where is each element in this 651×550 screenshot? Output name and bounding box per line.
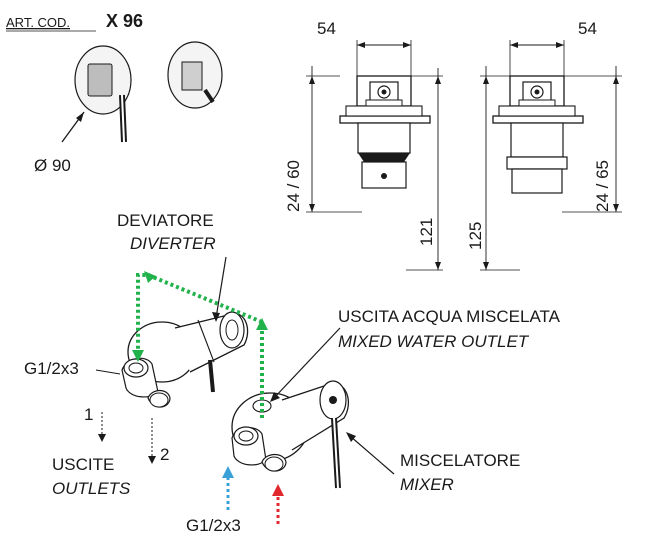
left-height-label: 121 [417, 218, 436, 246]
diverter-label-it: DEVIATORE [117, 211, 214, 230]
mixed-outlet-label-en: MIXED WATER OUTLET [338, 332, 530, 351]
outlets-label-it: USCITE [52, 455, 114, 474]
outlet-1-label: 1 [84, 405, 93, 424]
right-width-label: 54 [578, 19, 597, 38]
callout-leaders [95, 256, 395, 475]
outlet-2-label: 2 [160, 445, 169, 464]
mixed-outlet-label-it: USCITA ACQUA MISCELATA [338, 307, 561, 326]
article-code: X 96 [106, 11, 143, 31]
mixer-body [231, 380, 349, 489]
outlet-2-arrow [148, 418, 156, 464]
thread-label-bottom: G1/2x3 [186, 516, 241, 535]
right-depth-label: 24 / 65 [593, 160, 612, 212]
cold-water-arrow [222, 466, 234, 510]
thread-label-top: G1/2x3 [24, 359, 79, 378]
left-dimension-drawing [306, 40, 443, 271]
mixer-label-en: MIXER [400, 475, 454, 494]
left-depth-label: 24 / 60 [284, 160, 303, 212]
outlet-1-arrow [98, 412, 106, 442]
diameter-label: Ø 90 [34, 156, 71, 175]
outlets-label-en: OUTLETS [52, 479, 131, 498]
mixer-label-it: MISCELATORE [400, 451, 520, 470]
flow-path-green [132, 271, 268, 418]
left-width-label: 54 [317, 19, 336, 38]
right-dimension-drawing [480, 40, 622, 271]
art-cod-label: ART. COD. [6, 15, 70, 30]
hot-water-arrow [272, 484, 284, 524]
right-height-label: 125 [466, 222, 485, 250]
product-illustration [74, 41, 223, 143]
diverter-label-en: DIVERTER [130, 234, 216, 253]
diverter-body [121, 311, 249, 408]
diameter-pointer [61, 111, 85, 143]
